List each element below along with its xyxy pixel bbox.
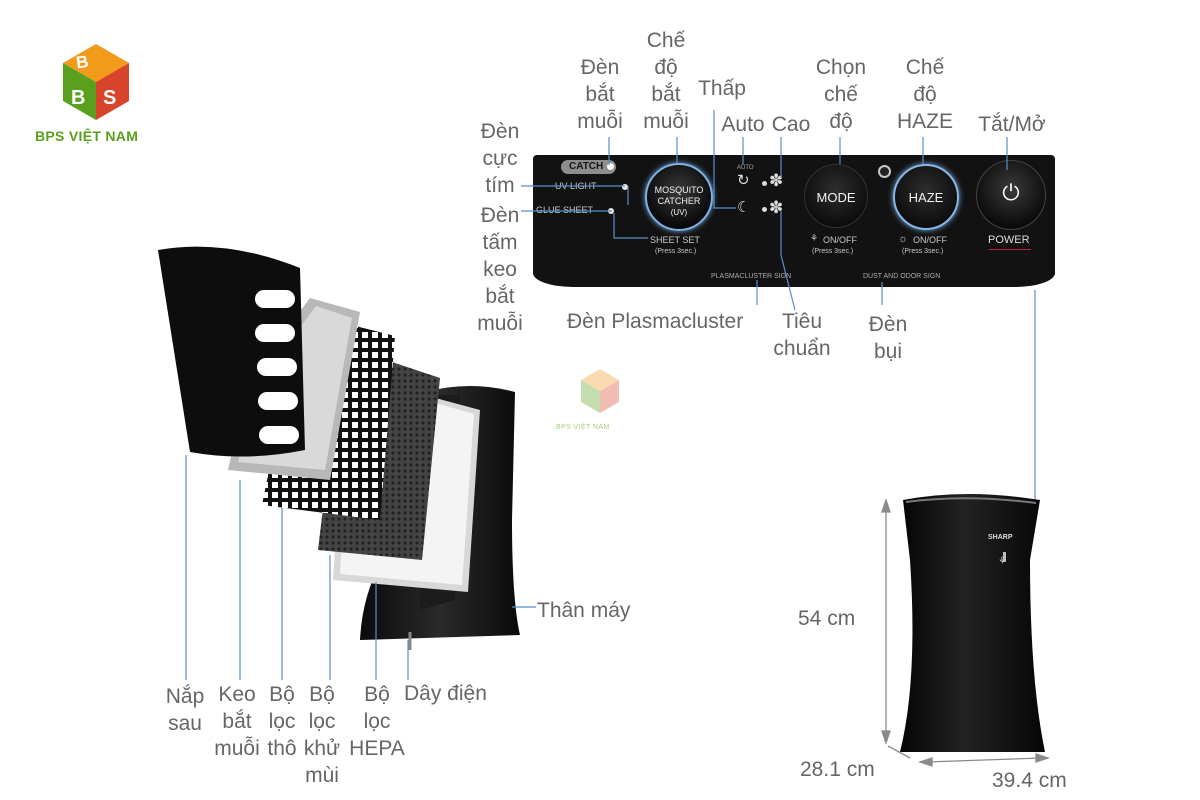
- sheet-set-label: SHEET SET: [650, 235, 700, 245]
- standard-fan-icon: ✽: [769, 198, 784, 217]
- control-panel: [533, 155, 1055, 287]
- catch-indicator: CATCH: [561, 160, 616, 174]
- glue-sheet-label: GLUE SHEET: [536, 205, 594, 215]
- dimension-height: 54 cm: [798, 607, 856, 630]
- label-tieu-chuan: Tiêu chuẩn: [773, 310, 831, 360]
- auto-icon: ↻: [737, 172, 750, 189]
- power-underline: [989, 249, 1031, 250]
- mode-note: (Press 3sec.): [812, 248, 854, 255]
- label-keo-bat-muoi: Keo bắt muỗi: [214, 683, 260, 760]
- power-label: POWER: [988, 234, 1030, 246]
- auto-led: [762, 181, 767, 186]
- dimension-depth: 28.1 cm: [800, 758, 875, 781]
- label-nap-sau: Nắp sau: [165, 685, 205, 735]
- label-bo-loc-tho: Bộ lọc thô: [267, 683, 297, 760]
- catch-label: CATCH: [569, 161, 604, 172]
- label-che-do-bat-muoi: Chế độ bắt muỗi: [643, 29, 689, 133]
- plasmacluster-sign: PLASMACLUSTER SIGN: [711, 273, 792, 280]
- label-bo-loc-khu-mui: Bộ lọc khử mùi: [303, 683, 341, 787]
- mosquito-catcher-button[interactable]: MOSQUITO CATCHER (UV): [645, 163, 713, 231]
- device-plasmacluster-icon: ⚘: [998, 556, 1007, 567]
- label-den-cuc-tim: Đèn cực tím: [480, 120, 520, 197]
- device-brand: SHARP: [988, 534, 1013, 541]
- label-den-tam-keo: Đèn tấm keo bắt muỗi: [477, 204, 523, 335]
- haze-label: HAZE: [908, 190, 944, 205]
- haze-note: (Press 3sec.): [902, 248, 944, 255]
- mosquito-catcher-line2: CATCHER: [657, 196, 701, 206]
- haze-sign-led: [878, 165, 891, 178]
- watermark-text: BPS VIỆT NAM: [556, 424, 610, 431]
- brand-name: BPS VIỆT NAM: [35, 128, 139, 144]
- standard-led: [762, 207, 767, 212]
- label-thap: Thấp: [698, 77, 746, 100]
- uv-light-led: [622, 184, 628, 190]
- high-fan-icon: ✽: [769, 171, 784, 190]
- mode-button[interactable]: MODE: [804, 164, 868, 228]
- svg-text:B: B: [75, 52, 90, 73]
- label-auto: Auto: [721, 113, 765, 136]
- svg-text:B: B: [71, 87, 85, 109]
- mode-label: MODE: [816, 190, 856, 205]
- label-chon-che-do: Chọn chế độ: [815, 56, 867, 133]
- label-den-plasmacluster: Đèn Plasmacluster: [567, 310, 744, 333]
- mosquito-catcher-line3: (UV): [670, 208, 688, 217]
- label-tat-mo: Tắt/Mở: [978, 113, 1046, 136]
- label-den-bat-muoi: Đèn bắt muỗi: [577, 56, 623, 133]
- low-moon-icon: ☾: [737, 199, 751, 216]
- dimension-width: 39.4 cm: [992, 769, 1067, 792]
- sheet-set-note: (Press 3sec.): [655, 248, 697, 255]
- power-button[interactable]: ⏻: [976, 160, 1046, 230]
- svg-text:S: S: [103, 87, 116, 109]
- power-icon: ⏻: [1002, 180, 1020, 205]
- haze-button[interactable]: HAZE: [893, 164, 959, 230]
- dust-odor-sign: DUST AND ODOR SIGN: [863, 273, 941, 280]
- auto-icon-text: AUTO: [737, 165, 754, 171]
- label-than-may: Thân máy: [537, 599, 631, 622]
- haze-sun-icon: ☼: [898, 233, 909, 245]
- haze-onoff: ON/OFF: [913, 235, 947, 245]
- mode-plasmacluster-icon: ⚘: [810, 233, 819, 243]
- mosquito-catcher-line1: MOSQUITO: [654, 185, 704, 195]
- label-che-do-haze: Chế độ HAZE: [896, 56, 953, 133]
- mode-onoff: ON/OFF: [823, 235, 857, 245]
- label-cao: Cao: [771, 113, 811, 136]
- label-bo-loc-hepa: Bộ lọc HEPA: [349, 683, 405, 760]
- catch-led: [607, 163, 614, 170]
- label-den-bui: Đèn bụi: [868, 313, 908, 363]
- label-day-dien: Dây điện: [404, 682, 487, 705]
